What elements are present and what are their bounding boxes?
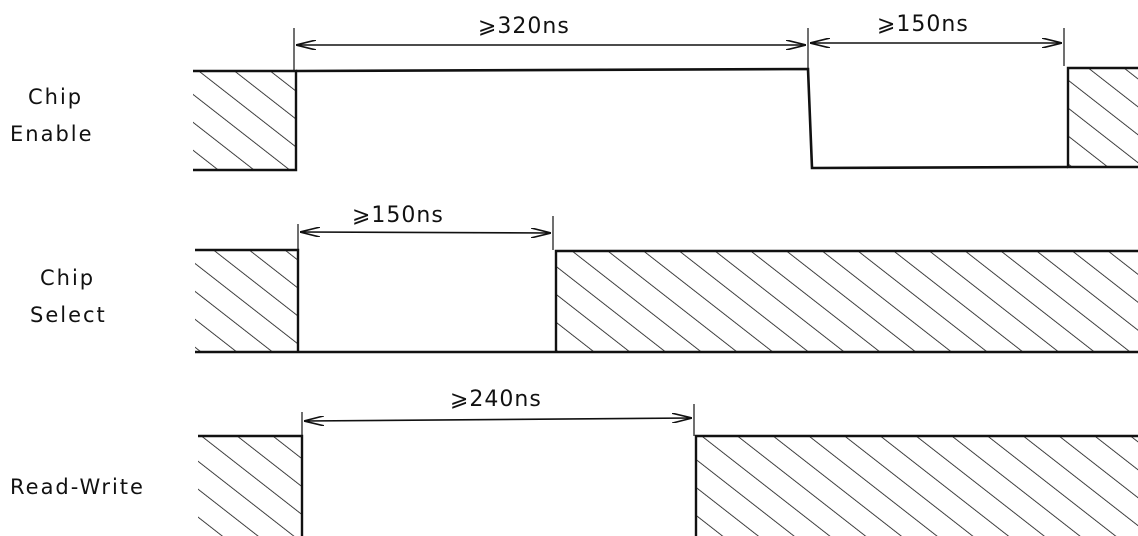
chip-select-label-line1: Chip — [40, 266, 95, 290]
ce-active-time-label: ⩾320ns — [478, 14, 570, 39]
read-write-dont-care-end — [696, 436, 1138, 536]
chip-enable-row: Chip Enable ⩾320ns ⩾150ns — [10, 12, 1138, 172]
chip-select-dont-care-end — [556, 251, 1138, 352]
ce-precharge-time-label: ⩾150ns — [877, 12, 969, 37]
chip-enable-dont-care-start-edge — [193, 69, 298, 172]
rw-active-time-label: ⩾240ns — [450, 387, 542, 412]
read-write-label: Read-Write — [10, 475, 145, 499]
chip-enable-dont-care-end — [1068, 68, 1138, 167]
cs-active-dimension — [300, 232, 551, 233]
read-write-row: Read-Write ⩾240ns — [10, 387, 1138, 536]
cs-active-time-label: ⩾150ns — [352, 203, 444, 228]
read-write-dont-care-end-edge — [694, 434, 1138, 536]
chip-enable-label-line2: Enable — [10, 122, 94, 146]
chip-enable-dont-care-end-edge — [1066, 66, 1138, 169]
chip-select-dont-care-start — [195, 250, 298, 352]
chip-select-label-line2: Select — [30, 303, 107, 327]
chip-enable-waveform — [295, 67, 1069, 170]
chip-enable-dont-care-start — [193, 71, 296, 170]
chip-enable-label-line1: Chip — [28, 85, 83, 109]
rw-active-dimension — [304, 418, 692, 421]
chip-select-row: Chip Select ⩾150ns — [30, 203, 1138, 354]
chip-select-dont-care-end-edge — [554, 249, 1138, 352]
read-write-dont-care-start — [198, 436, 302, 536]
